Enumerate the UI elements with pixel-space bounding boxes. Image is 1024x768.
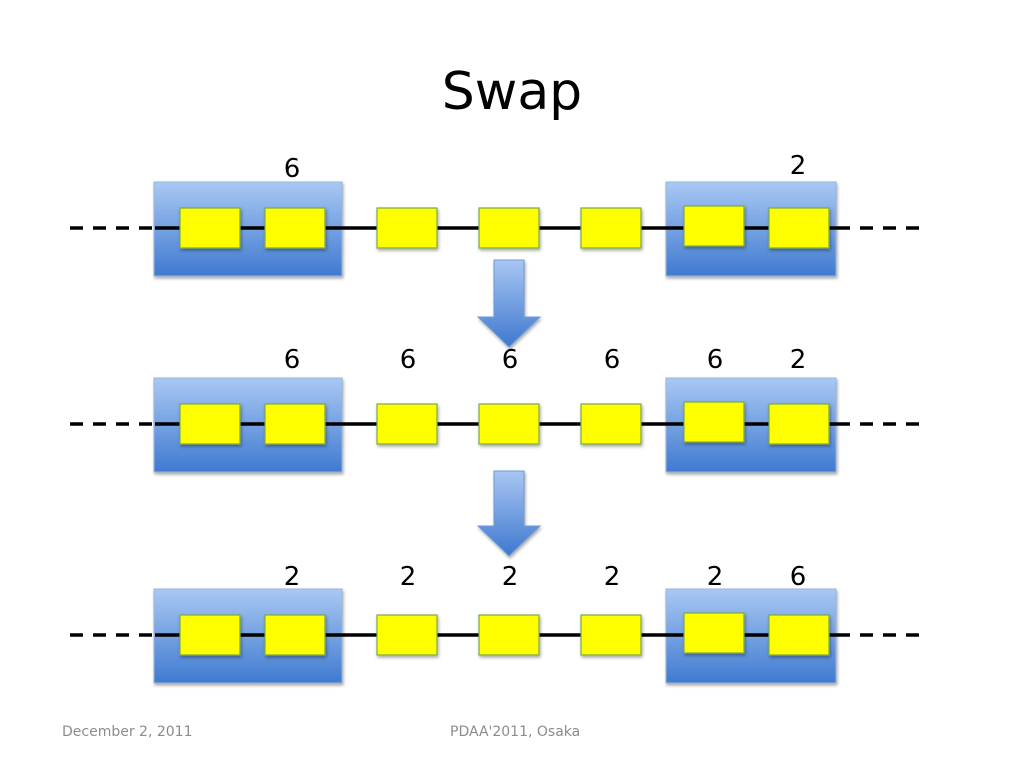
cell-value-label: 2 xyxy=(284,562,301,592)
cell-value-label: 2 xyxy=(502,562,519,592)
arrows-layer xyxy=(476,259,542,557)
tape-cell xyxy=(580,403,642,445)
cell-value-label: 6 xyxy=(790,562,807,592)
footer-date: December 2, 2011 xyxy=(62,724,193,740)
tape-cell xyxy=(376,207,438,249)
cell-value-label: 6 xyxy=(284,345,301,375)
tape-cell xyxy=(683,612,745,654)
down-arrow-icon xyxy=(476,259,542,348)
tape-cell xyxy=(478,614,540,656)
tape-cell xyxy=(376,403,438,445)
tape-cell xyxy=(264,403,326,445)
cell-value-label: 2 xyxy=(604,562,621,592)
tape-row: 2 2 2 2 2 6 xyxy=(70,562,922,684)
cell-value-label: 6 xyxy=(284,154,301,184)
tape-cell xyxy=(768,403,830,445)
cell-value-label: 2 xyxy=(790,345,807,375)
tape-cell xyxy=(683,205,745,247)
tape-cell xyxy=(683,401,745,443)
tape-cell xyxy=(478,403,540,445)
tape-cell xyxy=(179,403,241,445)
tape-row: 6 6 6 6 6 2 xyxy=(70,345,922,473)
tape-cell xyxy=(179,207,241,249)
tape-cell xyxy=(264,614,326,656)
tape-cell xyxy=(768,614,830,656)
cell-value-label: 2 xyxy=(400,562,417,592)
cell-value-label: 6 xyxy=(502,345,519,375)
tape-cell xyxy=(376,614,438,656)
slide-title: Swap xyxy=(441,62,583,122)
cell-value-label: 2 xyxy=(707,562,724,592)
tape-cell xyxy=(179,614,241,656)
footer-event: PDAA'2011, Osaka xyxy=(450,724,581,740)
cell-value-label: 6 xyxy=(604,345,621,375)
cell-value-label: 2 xyxy=(790,151,807,181)
cell-value-label: 6 xyxy=(707,345,724,375)
tape-cell xyxy=(478,207,540,249)
tape-cell xyxy=(580,207,642,249)
down-arrow-icon xyxy=(476,470,542,557)
cell-value-label: 6 xyxy=(400,345,417,375)
tape-cell xyxy=(264,207,326,249)
tape-cell xyxy=(768,207,830,249)
tape-cell xyxy=(580,614,642,656)
